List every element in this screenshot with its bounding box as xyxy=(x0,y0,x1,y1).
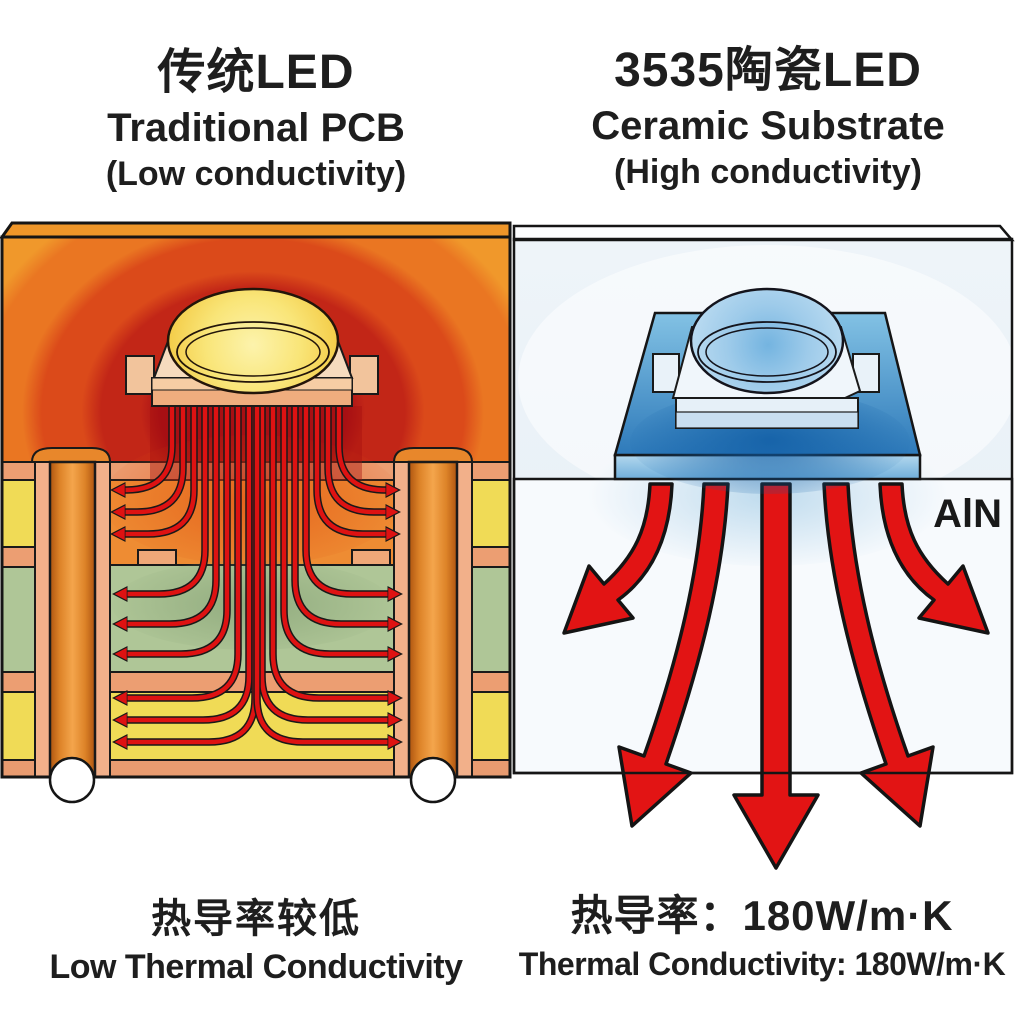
copper-via-right xyxy=(392,447,474,779)
left-title-zh: 传统LED xyxy=(157,46,355,99)
left-caption-block: 热导率较低 Low Thermal Conductivity xyxy=(0,896,512,987)
right-panel-ceramic xyxy=(512,224,1018,870)
right-caption-zh: 热导率：180W/m·K xyxy=(570,892,954,939)
downward-heat-arrows xyxy=(562,482,990,870)
via-notch-right xyxy=(409,756,457,804)
right-title-zh: 3535陶瓷LED xyxy=(614,44,922,97)
copper-via-left xyxy=(30,447,112,779)
led-dome-right xyxy=(689,287,845,395)
heat-field-lines-left xyxy=(124,406,259,742)
left-panel-top-edge xyxy=(0,221,512,239)
left-panel-border xyxy=(0,235,512,779)
left-title-subtitle: (Low conductivity) xyxy=(105,154,407,193)
left-caption-zh: 热导率较低 xyxy=(151,897,361,941)
left-caption-en: Low Thermal Conductivity xyxy=(49,948,463,986)
heat-field-lines-right xyxy=(253,406,389,742)
led-dome-left xyxy=(166,287,340,395)
via-notch-left xyxy=(48,756,96,804)
aln-material-label: AlN xyxy=(933,492,1002,536)
led-package-right xyxy=(652,287,880,429)
right-panel-border xyxy=(512,237,1014,775)
right-caption-block: 热导率：180W/m·K Thermal Conductivity: 180W/… xyxy=(500,892,1024,983)
right-title-block: 3535陶瓷LED Ceramic Substrate (High conduc… xyxy=(512,44,1024,191)
led-lead-left xyxy=(652,353,680,393)
led-lead-left xyxy=(125,355,155,395)
led-lead-right xyxy=(349,355,379,395)
left-title-block: 传统LED Traditional PCB (Low conductivity) xyxy=(0,46,512,193)
right-title-subtitle: (High conductivity) xyxy=(614,152,922,191)
right-caption-en: Thermal Conductivity: 180W/m·K xyxy=(518,946,1006,983)
led-package-left xyxy=(125,287,379,407)
right-title-en: Ceramic Substrate xyxy=(591,103,945,148)
left-panel-pcb xyxy=(0,221,512,804)
left-title-en: Traditional PCB xyxy=(107,105,405,150)
